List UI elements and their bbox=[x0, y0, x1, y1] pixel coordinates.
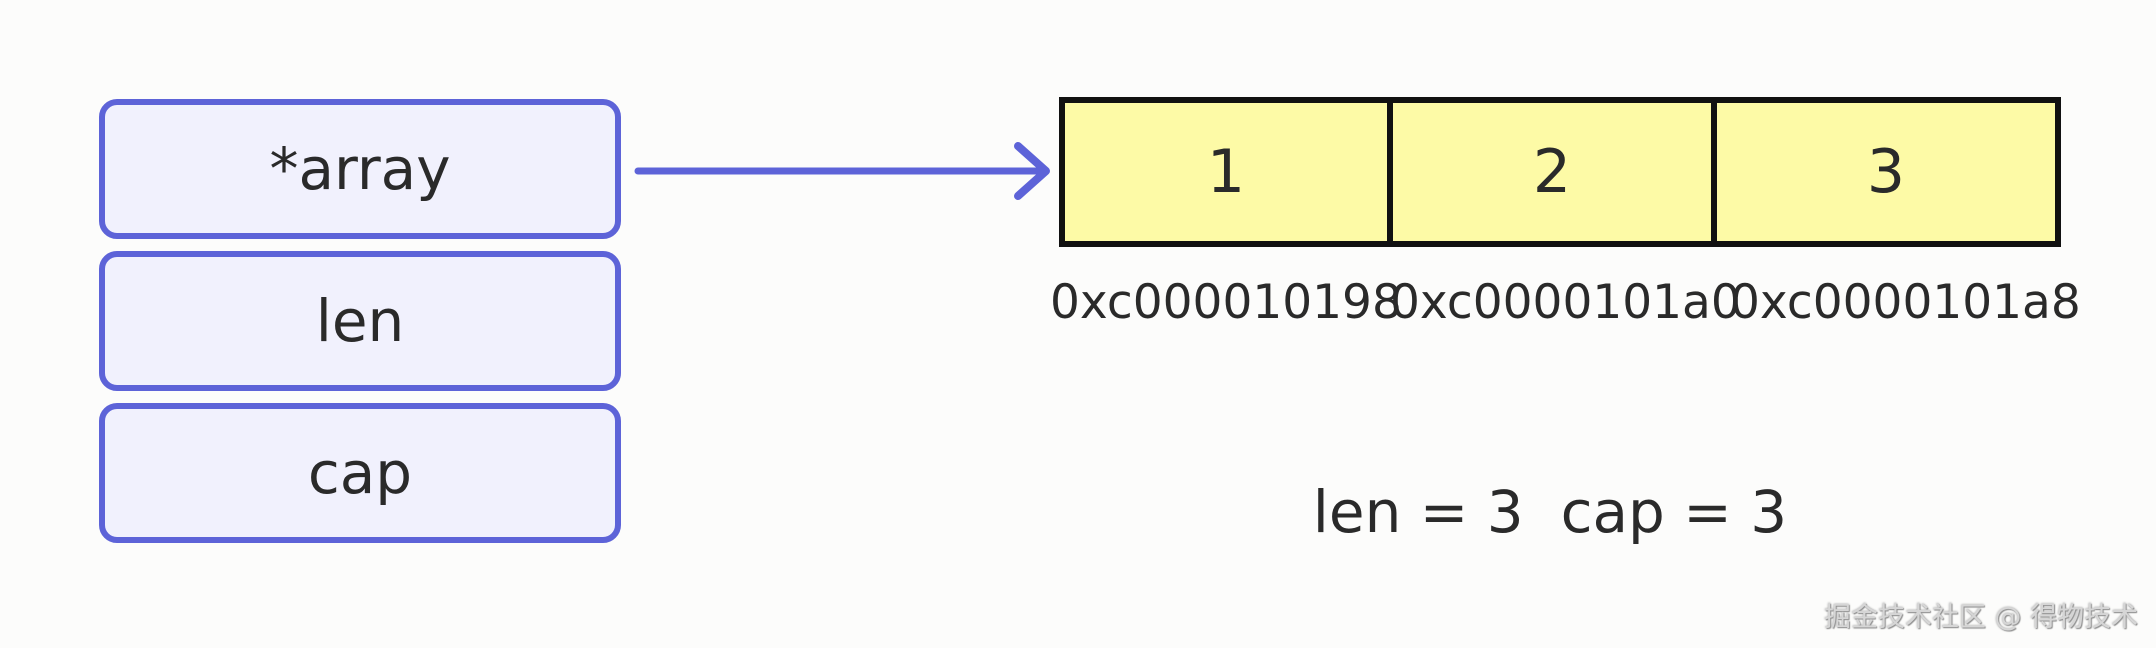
array-pointer-label: *array bbox=[269, 135, 451, 203]
cap-label: cap bbox=[307, 439, 413, 507]
len-field: len bbox=[99, 251, 621, 391]
array-cell-value: 1 bbox=[1206, 137, 1246, 207]
array-cell: 2 bbox=[1387, 97, 1717, 247]
array-cell-value: 3 bbox=[1866, 137, 1906, 207]
array-cell: 1 bbox=[1059, 97, 1393, 247]
array-pointer-field: *array bbox=[99, 99, 621, 239]
cell-address: 0xc0000101a0 bbox=[1390, 275, 1741, 330]
array-cell: 3 bbox=[1711, 97, 2061, 247]
cap-field: cap bbox=[99, 403, 621, 543]
array-cell-value: 2 bbox=[1532, 137, 1572, 207]
cell-address: 0xc0000101a8 bbox=[1730, 275, 2081, 330]
cell-address: 0xc000010198 bbox=[1050, 275, 1402, 330]
len-label: len bbox=[315, 287, 405, 355]
watermark: 掘金技术社区 @ 得物技术 bbox=[1823, 602, 2138, 633]
pointer-arrow bbox=[634, 142, 1050, 200]
len-cap-summary: len = 3 cap = 3 bbox=[1312, 478, 1788, 546]
